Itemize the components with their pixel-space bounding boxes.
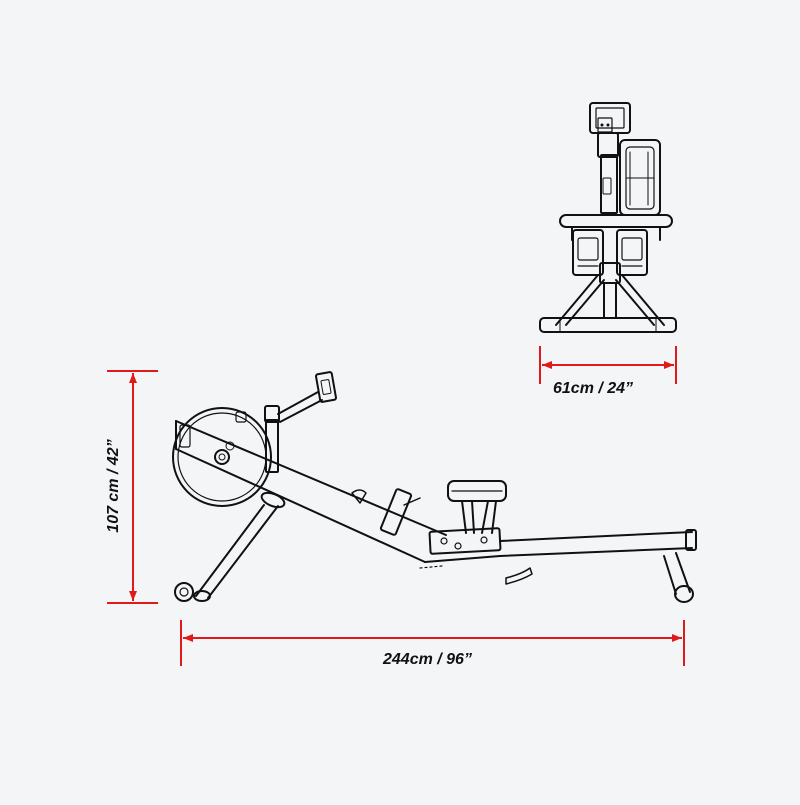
frame-top-edge <box>175 420 447 536</box>
rowing-handle <box>260 491 286 509</box>
center-post <box>603 282 617 319</box>
flywheel-hub <box>214 449 230 465</box>
front-leg-right <box>621 274 665 326</box>
monitor-arm <box>597 132 619 158</box>
footplate-right <box>616 229 648 276</box>
transport-wheel <box>174 582 194 602</box>
front-base <box>539 317 677 333</box>
width-label: 61cm / 24” <box>553 380 634 397</box>
front-view <box>539 102 677 333</box>
monitor-screen <box>595 107 625 129</box>
seat-post-right <box>481 500 489 534</box>
rail-top <box>499 531 693 542</box>
monitor-mount <box>597 117 613 133</box>
seat-post-left <box>461 500 467 534</box>
foot-strap <box>351 489 367 504</box>
footrest <box>379 488 413 536</box>
side-monitor <box>315 371 337 403</box>
rail-end-cap <box>685 529 697 551</box>
rail-bottom <box>499 547 693 557</box>
top-crossbar <box>559 214 673 228</box>
rail-lift-handle <box>505 567 533 585</box>
monitor-mast <box>265 419 279 473</box>
side-view <box>172 371 697 603</box>
rear-foot <box>663 555 677 595</box>
front-leg-left <box>555 274 599 326</box>
side-monitor-arm <box>277 391 319 415</box>
length-label: 244cm / 96” <box>383 651 472 668</box>
frame-bottom-edge <box>175 448 426 563</box>
dimension-lines <box>107 346 685 666</box>
height-label: 107 cm / 42” <box>105 439 122 533</box>
seat <box>447 480 507 502</box>
front-stand <box>195 504 265 597</box>
frame-joint <box>428 527 502 555</box>
mast-column <box>600 154 618 214</box>
flywheel <box>172 407 272 507</box>
footplate-left <box>572 229 604 276</box>
